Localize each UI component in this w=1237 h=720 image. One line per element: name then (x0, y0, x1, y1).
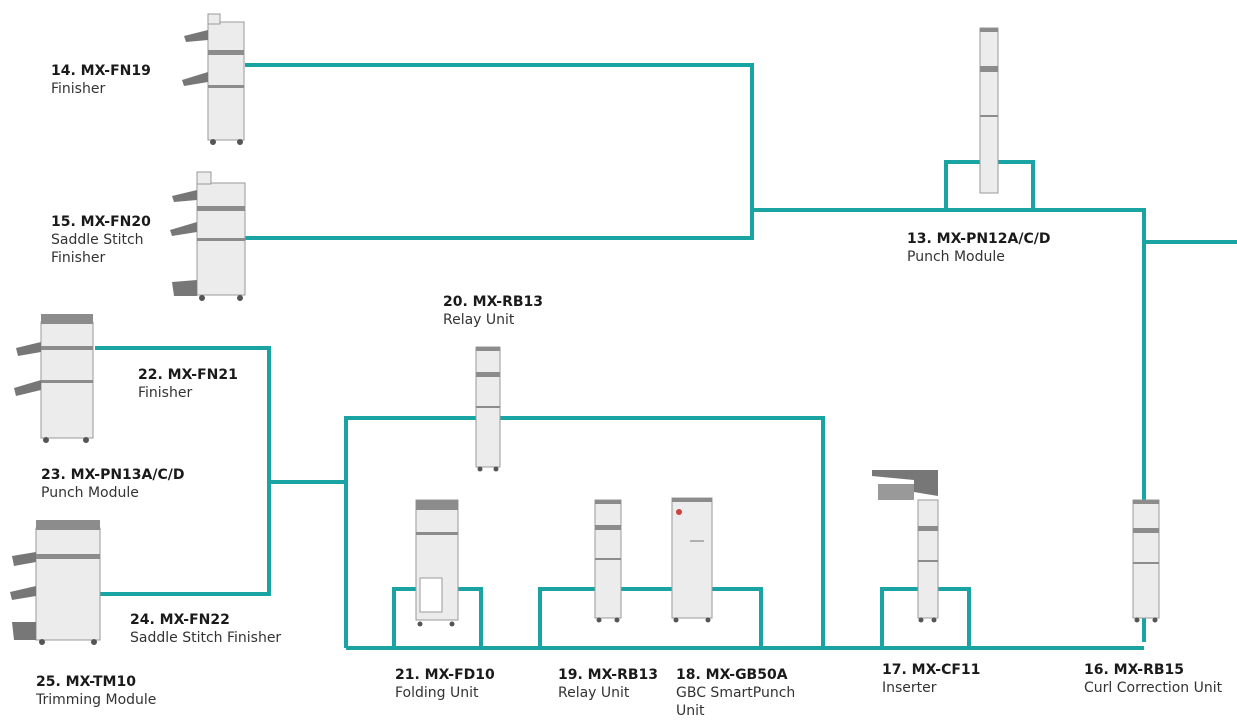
model-description: Saddle Stitch Finisher (130, 630, 282, 646)
folding-unit-illustration (415, 499, 459, 627)
model-code: 14. MX-FN19 (51, 63, 151, 79)
model-code: 25. MX-TM10 (36, 674, 136, 690)
model-code: 15. MX-FN20 (51, 214, 151, 230)
model-description: Finisher (51, 81, 106, 97)
model-code: 19. MX-RB13 (558, 667, 659, 683)
device-label-fn20: 15. MX-FN20 Saddle Stitch Finisher (51, 213, 151, 267)
model-code: 21. MX-FD10 (395, 667, 495, 683)
finisher-illustration (182, 13, 245, 145)
device-label-fn21: 22. MX-FN21 Finisher (138, 366, 238, 402)
model-code: 20. MX-RB13 (443, 294, 544, 310)
punch-module-illustration (979, 27, 999, 194)
device-label-cf11: 17. MX-CF11 Inserter (882, 661, 980, 697)
device-label-fn19: 14. MX-FN19 Finisher (51, 62, 151, 98)
model-code: 24. MX-FN22 (130, 612, 230, 628)
model-description: GBC SmartPunch Unit (676, 685, 796, 719)
connector-rb13-gb50-bracket (538, 587, 763, 648)
saddle-stitch-finisher-with-trimmer-illustration (10, 520, 101, 645)
model-description: Folding Unit (395, 685, 479, 701)
model-code: 16. MX-RB15 (1084, 662, 1185, 678)
model-description: Finisher (138, 385, 193, 401)
model-description: Inserter (882, 680, 937, 696)
connector-lines (95, 63, 1237, 650)
connector-center-box (344, 416, 825, 648)
model-code: 13. MX-PN12A/C/D (907, 231, 1051, 247)
curl-correction-unit-illustration (1132, 499, 1160, 623)
model-code: 18. MX-GB50A (676, 667, 788, 683)
model-code: 23. MX-PN13A/C/D (41, 467, 185, 483)
relay-unit-illustration (594, 499, 622, 623)
connector-fn19-fn20-bracket (245, 63, 754, 240)
device-label-rb15: 16. MX-RB15 Curl Correction Unit (1084, 661, 1222, 697)
device-label-pn12: 13. MX-PN12A/C/D Punch Module (907, 230, 1051, 266)
device-label-fd10: 21. MX-FD10 Folding Unit (395, 666, 495, 702)
device-label-gb50: 18. MX-GB50A GBC SmartPunch Unit (676, 666, 795, 720)
device-label-pn13: 23. MX-PN13A/C/D Punch Module (41, 466, 185, 502)
smartpunch-unit-illustration (671, 497, 713, 623)
model-description: Punch Module (907, 249, 1005, 265)
inserter-illustration (872, 470, 939, 623)
connector-left-group-bracket (95, 346, 271, 596)
saddle-stitch-finisher-illustration (170, 171, 246, 301)
device-label-rb13-bottom: 19. MX-RB13 Relay Unit (558, 666, 658, 702)
model-code: 17. MX-CF11 (882, 662, 981, 678)
model-description: Trimming Module (36, 692, 157, 708)
device-label-tm10: 25. MX-TM10 Trimming Module (36, 673, 156, 709)
device-label-fn22: 24. MX-FN22 Saddle Stitch Finisher (130, 611, 281, 647)
model-description: Curl Correction Unit (1084, 680, 1223, 696)
connector-main-right-branch (752, 208, 1146, 642)
finisher-with-punch-illustration (14, 314, 94, 443)
relay-unit-illustration (475, 346, 501, 472)
model-description: Relay Unit (558, 685, 630, 701)
model-description: Saddle Stitch Finisher (51, 232, 144, 266)
model-description: Punch Module (41, 485, 139, 501)
model-code: 22. MX-FN21 (138, 367, 238, 383)
device-label-rb13-top: 20. MX-RB13 Relay Unit (443, 293, 543, 329)
model-description: Relay Unit (443, 312, 515, 328)
